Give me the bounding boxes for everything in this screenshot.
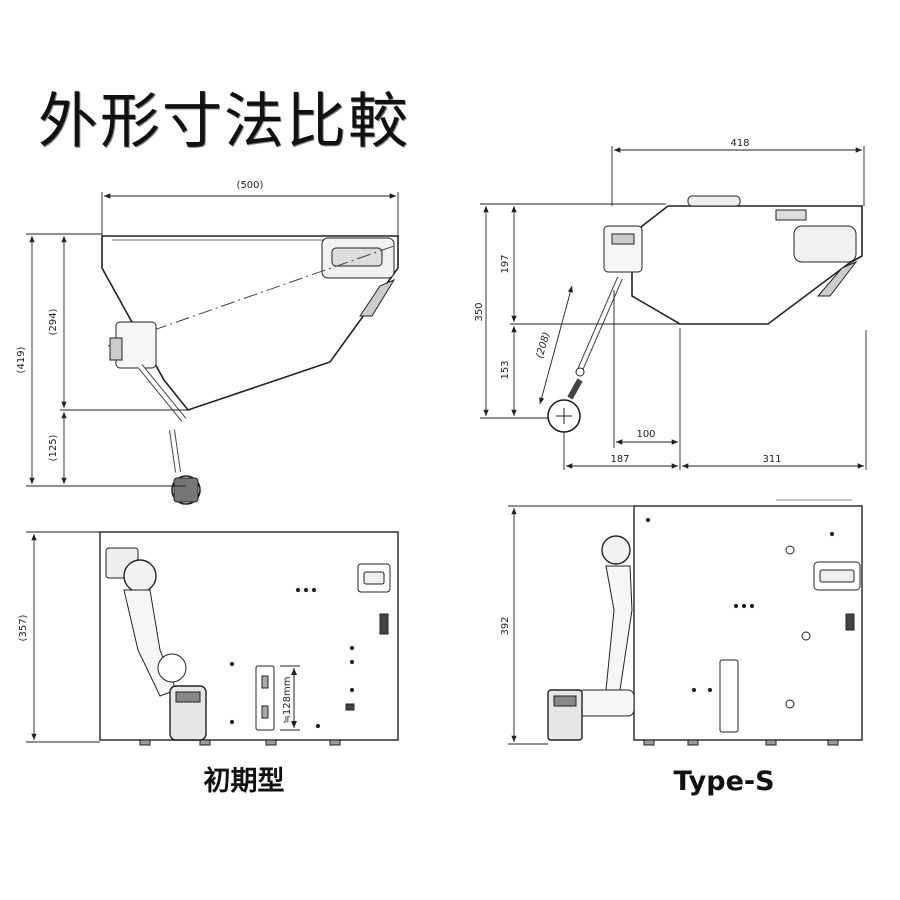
- types-height-upper-label: 197: [500, 254, 511, 273]
- types-front-height-label: 392: [500, 616, 511, 635]
- page-title: 外形寸法比較: [38, 87, 410, 157]
- types-offset-inner-label: 100: [636, 429, 655, 440]
- initial-front-dimensions: [26, 531, 100, 743]
- initial-front-height-label: (357): [18, 614, 29, 641]
- types-side-dimensions: [480, 146, 867, 470]
- initial-height-lower-label: (125): [48, 434, 59, 461]
- types-width-label: 418: [730, 138, 749, 149]
- types-height-lower-label: 153: [500, 360, 511, 379]
- initial-slot-label: ≒128mm: [282, 677, 293, 724]
- initial-caption: 初期型: [204, 766, 285, 797]
- types-offset-right-label: 311: [762, 454, 781, 465]
- initial-height-upper-label: (294): [48, 308, 59, 335]
- types-caption: Type-S: [673, 766, 774, 797]
- initial-side-view: [101, 235, 399, 505]
- initial-front-view: [99, 531, 399, 746]
- initial-width-label: (500): [237, 180, 264, 191]
- initial-height-total-label: (419): [16, 346, 27, 373]
- types-front-dimensions: [508, 505, 634, 745]
- types-front-view: [547, 499, 863, 746]
- types-side-view: [547, 195, 863, 433]
- types-height-total-label: 350: [474, 302, 485, 321]
- types-arm-label: (208): [535, 331, 553, 360]
- initial-side-dimensions: [26, 192, 399, 487]
- types-offset-left-label: 187: [610, 454, 629, 465]
